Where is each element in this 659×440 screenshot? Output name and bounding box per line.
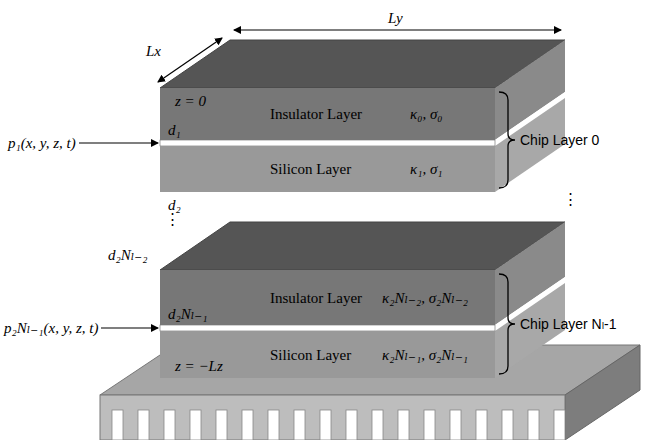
dimension-label: Ly: [388, 9, 403, 27]
fin-slot: [372, 410, 383, 440]
layer-name: Silicon Layer: [270, 160, 351, 178]
fin-slot: [476, 410, 487, 440]
fin-slot: [346, 410, 357, 440]
thickness-label: d₁: [168, 121, 181, 139]
fin-slot: [450, 410, 461, 440]
brace: [499, 92, 515, 188]
pointer-arrow: [79, 142, 158, 143]
fin-slot: [294, 410, 305, 440]
layer-name: Insulator Layer: [270, 105, 362, 123]
ellipsis: ⋮: [563, 190, 578, 208]
thickness-label: d₂Nₗ₋₂: [108, 246, 148, 264]
fin-slot: [268, 410, 279, 440]
dimension-label: Lx: [146, 42, 161, 60]
fin-slot: [164, 410, 175, 440]
fin-slot: [320, 410, 331, 440]
fin-slot: [216, 410, 227, 440]
pointer-arrow: [101, 327, 158, 328]
dimension-arrow: [158, 38, 222, 82]
fin-slot: [528, 410, 539, 440]
fin-slot: [112, 410, 123, 440]
material-parameters: κ₁, σ₁: [410, 160, 443, 178]
material-parameters: κ₂Nₗ₋₂, σ₂Nₗ₋₂: [382, 289, 468, 307]
thickness-label: d₂Nₗ₋₁: [168, 305, 208, 323]
layer-name: Insulator Layer: [270, 289, 362, 307]
fin-slot: [398, 410, 409, 440]
insulator-layer: Insulator Layer κ₀, σ₀: [160, 88, 495, 140]
material-parameters: κ₀, σ₀: [410, 105, 443, 123]
power-density-label: p₁(x, y, z, t): [8, 134, 76, 152]
coordinate-label: z = 0: [175, 92, 206, 110]
power-density-label: p₂Nₗ₋₁(x, y, z, t): [4, 319, 98, 337]
chip-layer-label: Chip Layer 0: [520, 131, 599, 149]
dimension-arrow: [234, 29, 561, 30]
chip-layer-top: [160, 40, 565, 192]
insulator-layer: Insulator Layer κ₂Nₗ₋₂, σ₂Nₗ₋₂: [160, 270, 495, 325]
fin-slot: [190, 410, 201, 440]
material-parameters: κ₂Nₗ₋₁, σ₂Nₗ₋₁: [382, 346, 468, 364]
chip-layer-label: Chip Layer Nₗ-1: [520, 315, 616, 333]
brace: [499, 274, 515, 374]
coordinate-label: z = −Lz: [175, 357, 223, 375]
silicon-layer: Silicon Layer κ₁, σ₁: [160, 146, 495, 192]
layer-name: Silicon Layer: [270, 346, 351, 364]
fin-slot: [138, 410, 149, 440]
ellipsis: ⋮: [165, 210, 180, 228]
fin-slot: [502, 410, 513, 440]
fin-slot: [554, 410, 565, 440]
chip-layer-bottom: [160, 222, 565, 378]
fin-slot: [242, 410, 253, 440]
fin-slot: [424, 410, 435, 440]
